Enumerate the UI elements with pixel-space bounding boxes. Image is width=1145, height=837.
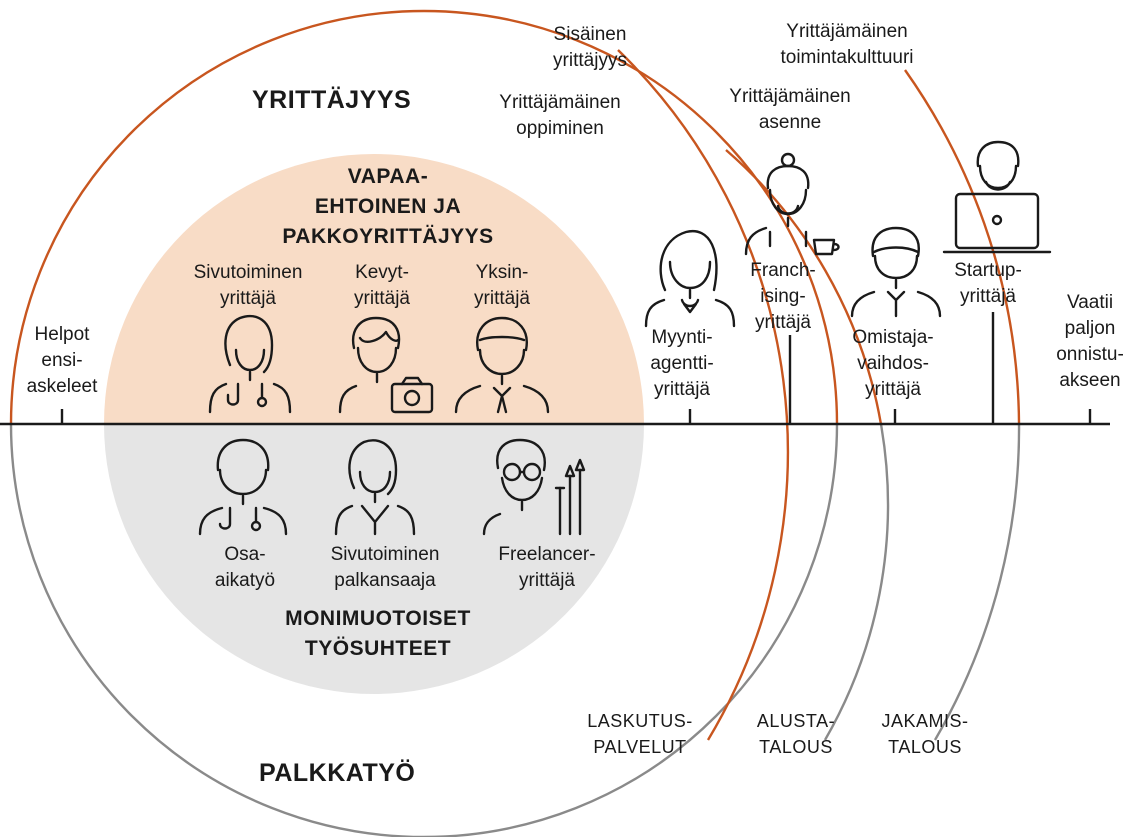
svg-text:yrittäjä: yrittäjä [354, 288, 410, 309]
inner-circle-bottom [104, 424, 644, 694]
svg-text:EHTOINEN JA: EHTOINEN JA [315, 195, 461, 218]
arc-asenne-alusta-lower [823, 424, 890, 741]
title-yrittajyys: YRITTÄJYYS [252, 86, 411, 114]
svg-text:yrittäjä: yrittäjä [519, 570, 575, 591]
item-yksinyrittaja: Yksin- yrittäjä [454, 262, 550, 414]
label-asenne: Yrittäjämäinen asenne [729, 86, 850, 133]
svg-text:yrittäjä: yrittäjä [220, 288, 276, 309]
svg-text:VAPAA-: VAPAA- [348, 165, 428, 188]
svg-text:Osa-: Osa- [224, 544, 265, 565]
svg-text:MONIMUOTOISET: MONIMUOTOISET [285, 607, 471, 630]
photographer-icon [338, 316, 434, 414]
svg-text:Vaatii: Vaatii [1067, 292, 1113, 313]
svg-text:TALOUS: TALOUS [888, 737, 962, 757]
svg-text:Sivutoiminen: Sivutoiminen [331, 544, 440, 565]
svg-text:Omistaja-: Omistaja- [852, 327, 933, 348]
svg-text:LASKUTUS-: LASKUTUS- [587, 711, 693, 731]
svg-text:vaihdos-: vaihdos- [857, 353, 929, 374]
svg-text:PALVELUT: PALVELUT [593, 737, 686, 757]
label-laskutuspalvelut: LASKUTUS- PALVELUT [587, 711, 693, 757]
svg-text:palkansaaja: palkansaaja [334, 570, 436, 591]
item-sivutoiminen-yrittaja: Sivutoiminen yrittäjä [194, 262, 303, 414]
item-kevytyrittaja: Kevyt- yrittäjä [338, 262, 434, 414]
svg-text:Franch-: Franch- [750, 260, 815, 281]
item-omistajavaihdos: Omistaja- vaihdos- yrittäjä [850, 226, 942, 400]
svg-text:askeleet: askeleet [27, 376, 98, 397]
laptop-founder-icon [942, 140, 1052, 254]
svg-text:paljon: paljon [1065, 318, 1116, 339]
label-alustatalous: ALUSTA- TALOUS [757, 711, 835, 757]
svg-text:oppiminen: oppiminen [516, 118, 604, 139]
svg-text:Yksin-: Yksin- [476, 262, 529, 283]
svg-text:Startup-: Startup- [954, 260, 1022, 281]
arc-sisainen-laskutus [617, 49, 790, 741]
woman-doctor-icon [208, 314, 292, 414]
svg-text:toimintakulttuuri: toimintakulttuuri [780, 47, 913, 68]
title-vapaaehtoinen: VAPAA- EHTOINEN JA PAKKOYRITTÄJYYS [282, 165, 493, 248]
man-doctor-icon [198, 438, 288, 536]
man-tie-icon [454, 316, 550, 414]
svg-text:ALUSTA-: ALUSTA- [757, 711, 835, 731]
axis-ticks [60, 312, 1092, 424]
big-circle-top-arc [9, 9, 839, 424]
svg-text:ising-: ising- [760, 286, 805, 307]
label-sisainen-yrittajyys: Sisäinen yrittäjyys [553, 24, 627, 71]
sales-agent-icon [644, 229, 736, 328]
label-jakamistalous: JAKAMIS- TALOUS [881, 711, 968, 757]
label-oppiminen: Yrittäjämäinen oppiminen [499, 92, 620, 139]
svg-text:asenne: asenne [759, 112, 821, 133]
svg-text:TYÖSUHTEET: TYÖSUHTEET [305, 637, 451, 660]
item-myyntiagentti: Myynti- agentti- yrittäjä [644, 229, 736, 400]
svg-text:yrittäjä: yrittäjä [474, 288, 530, 309]
item-osa-aikatyo: Osa- aikatyö [198, 438, 288, 591]
arc-toiminta-jakamis-lower [933, 424, 1021, 741]
item-franchising: Franch- ising- yrittäjä [744, 152, 840, 333]
label-vaatii-paljon: Vaatii paljon onnistu- akseen [1056, 292, 1124, 391]
label-toimintakulttuuri: Yrittäjämäinen toimintakulttuuri [780, 21, 913, 68]
svg-text:Yrittäjämäinen: Yrittäjämäinen [499, 92, 620, 113]
barista-icon [744, 152, 840, 256]
svg-text:TALOUS: TALOUS [759, 737, 833, 757]
item-freelancer: Freelancer- yrittäjä [482, 438, 596, 591]
label-helpot-askeleet: Helpot ensi- askeleet [27, 324, 98, 397]
item-sivutoiminen-palkansaaja: Sivutoiminen palkansaaja [331, 439, 440, 591]
title-monimuotoiset: MONIMUOTOISET TYÖSUHTEET [285, 607, 471, 660]
svg-text:agentti-: agentti- [650, 353, 713, 374]
svg-text:Sivutoiminen: Sivutoiminen [194, 262, 303, 283]
svg-text:onnistu-: onnistu- [1056, 344, 1124, 365]
svg-text:akseen: akseen [1059, 370, 1120, 391]
arc-toiminta-jakamis [904, 69, 1021, 424]
artist-glasses-icon [482, 438, 586, 536]
svg-text:ensi-: ensi- [41, 350, 82, 371]
svg-text:Yrittäjämäinen: Yrittäjämäinen [786, 21, 907, 42]
svg-text:yrittäjä: yrittäjä [865, 379, 921, 400]
inner-circle-top [104, 154, 644, 424]
svg-text:aikatyö: aikatyö [215, 570, 275, 591]
arc-asenne-alusta [725, 149, 883, 424]
business-owner-icon [850, 226, 942, 318]
svg-text:yrittäjä: yrittäjä [755, 312, 811, 333]
item-startup: Startup- yrittäjä [942, 140, 1052, 307]
svg-text:PAKKOYRITTÄJYYS: PAKKOYRITTÄJYYS [282, 225, 493, 248]
svg-text:Kevyt-: Kevyt- [355, 262, 409, 283]
svg-text:Helpot: Helpot [35, 324, 91, 345]
svg-text:Myynti-: Myynti- [651, 327, 712, 348]
title-palkkatyo: PALKKATYÖ [259, 758, 415, 787]
svg-text:yrittäjä: yrittäjä [654, 379, 710, 400]
svg-text:JAKAMIS-: JAKAMIS- [881, 711, 968, 731]
woman-employee-icon [334, 439, 416, 536]
svg-text:Yrittäjämäinen: Yrittäjämäinen [729, 86, 850, 107]
svg-text:Freelancer-: Freelancer- [498, 544, 595, 565]
svg-text:yrittäjä: yrittäjä [960, 286, 1016, 307]
svg-text:yrittäjyys: yrittäjyys [553, 50, 627, 71]
svg-text:Sisäinen: Sisäinen [554, 24, 627, 45]
